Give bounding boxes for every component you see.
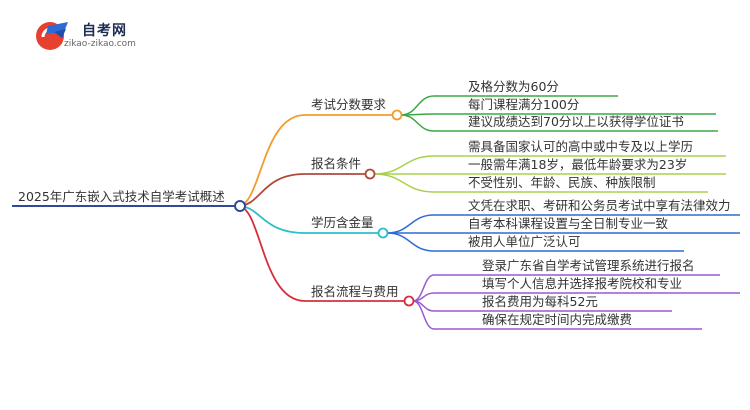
leaf-item[interactable]: 被用人单位广泛认可 <box>468 234 581 249</box>
branch-label[interactable]: 报名流程与费用 <box>311 284 399 299</box>
branch-label[interactable]: 报名条件 <box>311 156 362 171</box>
branch-connector <box>237 205 306 302</box>
logo-title: 自考网 <box>82 23 127 39</box>
leaf-item[interactable]: 填写个人信息并选择报考院校和专业 <box>482 276 683 291</box>
leaf-item[interactable]: 不受性别、年龄、民族、种族限制 <box>468 175 656 190</box>
leaf-connector <box>373 173 435 193</box>
leaf-connector <box>400 114 435 132</box>
leaf-connector <box>412 300 435 330</box>
branch-node-dot[interactable] <box>391 109 403 121</box>
leaf-connector <box>386 232 435 252</box>
leaf-item[interactable]: 每门课程满分100分 <box>468 97 580 112</box>
leaf-item[interactable]: 一般需年满18岁，最低年龄要求为23岁 <box>468 157 688 172</box>
root-node-dot[interactable] <box>234 200 246 212</box>
leaf-connector <box>386 214 435 234</box>
branch-connector <box>237 114 306 207</box>
leaf-connector <box>400 95 435 116</box>
branch-node-dot[interactable] <box>403 295 415 307</box>
site-logo[interactable]: 自考网 zikao-zikao.com <box>34 18 154 52</box>
leaf-connector <box>373 155 435 175</box>
logo-url: zikao-zikao.com <box>64 39 136 49</box>
leaf-item[interactable]: 报名费用为每科52元 <box>482 294 598 309</box>
branch-label[interactable]: 学历含金量 <box>311 215 374 230</box>
leaf-item[interactable]: 及格分数为60分 <box>468 79 559 94</box>
branch-label[interactable]: 考试分数要求 <box>311 97 387 112</box>
leaf-item[interactable]: 自考本科课程设置与全日制专业一致 <box>468 216 669 231</box>
leaf-item[interactable]: 需具备国家认可的高中或中专及以上学历 <box>468 139 694 154</box>
branch-connector <box>237 173 306 207</box>
leaf-item[interactable]: 确保在规定时间内完成缴费 <box>482 312 633 327</box>
root-node[interactable]: 2025年广东嵌入式技术自学考试概述 <box>18 189 225 204</box>
leaf-item[interactable]: 建议成绩达到70分以上以获得学位证书 <box>468 114 684 129</box>
branch-connector <box>237 205 306 234</box>
leaf-item[interactable]: 文凭在求职、考研和公务员考试中享有法律效力 <box>468 198 731 213</box>
branch-node-dot[interactable] <box>364 168 376 180</box>
graduation-cap-icon <box>36 22 68 50</box>
leaf-item[interactable]: 登录广东省自学考试管理系统进行报名 <box>482 258 695 273</box>
branch-node-dot[interactable] <box>377 227 389 239</box>
